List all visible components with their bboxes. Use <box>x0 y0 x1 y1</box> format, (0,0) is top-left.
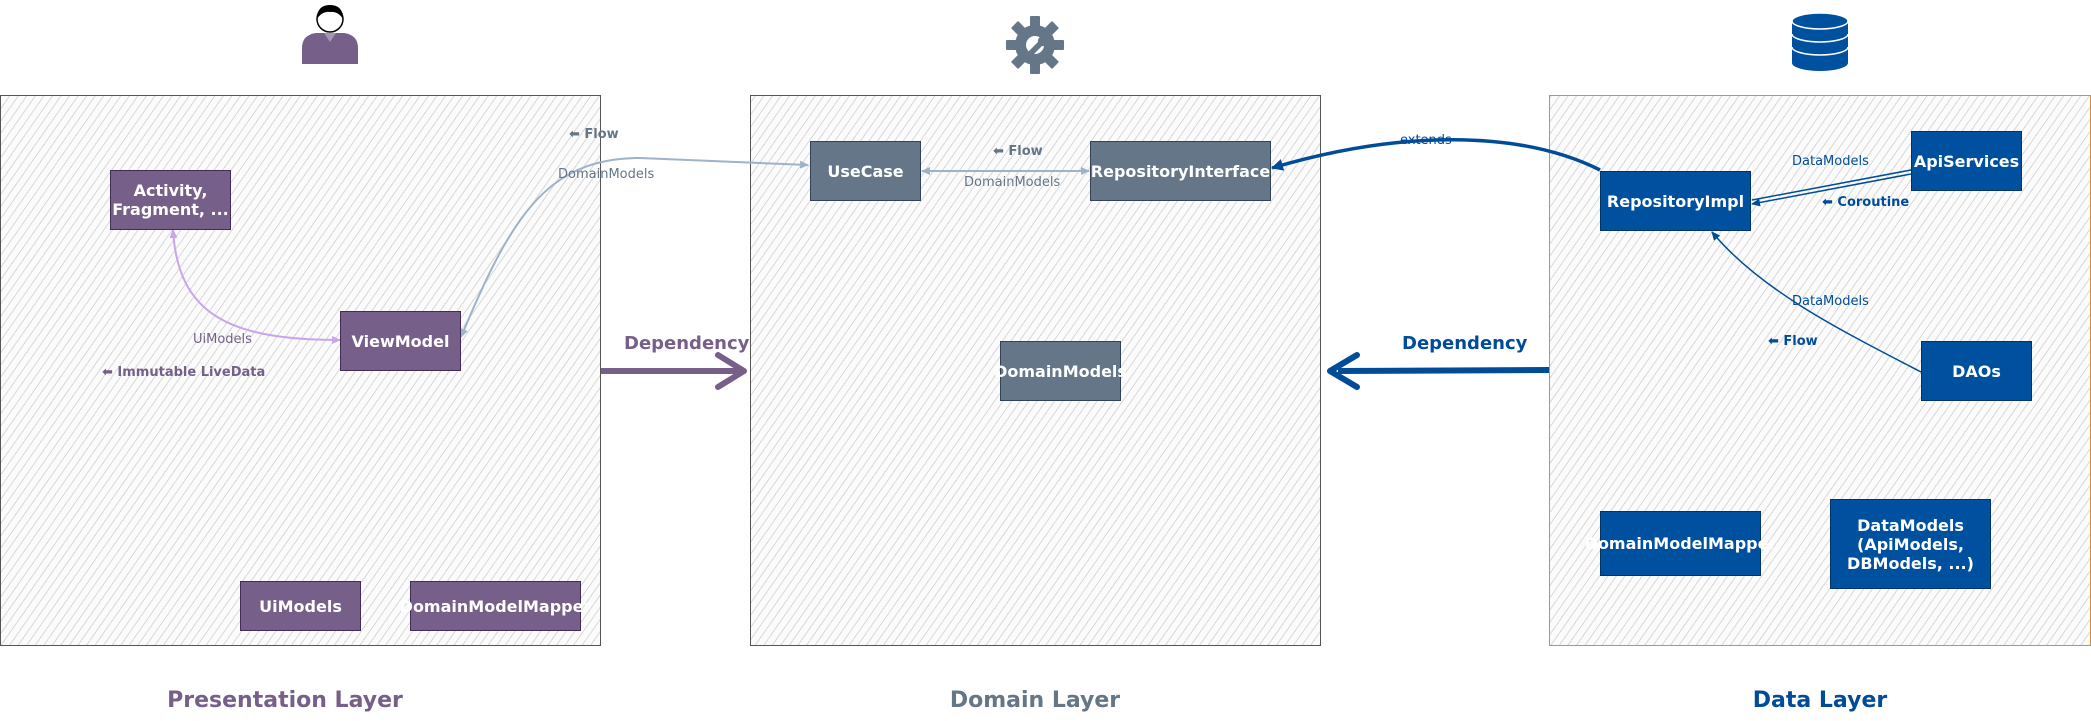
presentation-domainmodelmapper-node: DomainModelMapper <box>400 581 591 631</box>
edge-label-extends: extends <box>1400 133 1452 148</box>
dependency-label-presentation: Dependency <box>624 333 750 354</box>
edge-apiservices-repoimpl <box>1751 169 1912 201</box>
edge-label-domainmodels-presentation: DomainModels <box>558 167 655 182</box>
repository-impl-node: RepositoryImpl <box>1600 171 1751 231</box>
user-icon <box>302 5 358 64</box>
domain-layer-title: Domain Layer <box>949 688 1121 713</box>
data-layer-title: Data Layer <box>1752 688 1888 713</box>
dependency-arrow-data <box>1337 367 1550 374</box>
edge-label-datamodels-dao: DataModels <box>1792 294 1869 309</box>
edge-label-flow-presentation: ⬅ Flow <box>569 127 619 142</box>
edge-label-datamodels-api: DataModels <box>1792 154 1869 169</box>
uimodels-node: UiModels <box>240 581 361 631</box>
edge-daos-repoimpl <box>1711 231 1922 373</box>
domainmodels-node: DomainModels <box>994 341 1127 401</box>
repository-interface-node: RepositoryInterface <box>1090 141 1271 201</box>
edge-extends <box>1271 138 1601 172</box>
edge-label-flow-data: ⬅ Flow <box>1768 334 1818 349</box>
daos-node: DAOs <box>1921 341 2032 401</box>
edge-activity-viewmodel <box>169 229 341 344</box>
apiservices-node: ApiServices <box>1911 131 2022 191</box>
presentation-layer-title: Presentation Layer <box>167 688 403 713</box>
activity-fragment-node: Activity, Fragment, ... <box>110 170 231 230</box>
database-icon <box>1791 12 1849 71</box>
gear-icon <box>1006 16 1064 74</box>
edge-label-immutable-livedata: ⬅ Immutable LiveData <box>102 365 266 380</box>
usecase-node: UseCase <box>810 141 921 201</box>
dependency-label-data: Dependency <box>1402 333 1528 354</box>
edge-label-uimodels: UiModels <box>193 332 252 347</box>
edge-viewmodel-usecase <box>460 156 809 338</box>
edge-label-flow-domain: ⬅ Flow <box>993 144 1043 159</box>
edge-label-domainmodels-domain: DomainModels <box>964 175 1061 190</box>
datamodels-node: DataModels (ApiModels, DBModels, ...) <box>1830 499 1991 589</box>
viewmodel-node: ViewModel <box>340 311 461 371</box>
data-domainmodelmapper-node: DomainModelMapper <box>1585 511 1776 576</box>
edge-label-coroutine: ⬅ Coroutine <box>1822 195 1910 210</box>
